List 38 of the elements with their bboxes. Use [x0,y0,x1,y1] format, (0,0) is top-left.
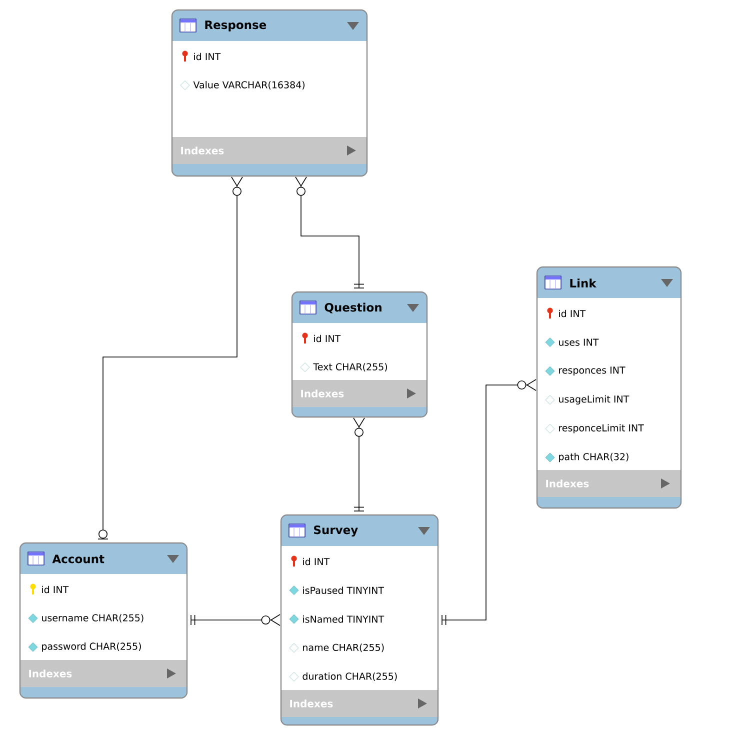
table-title: Survey [314,526,358,536]
column-label: Text CHAR(255) [313,363,388,372]
column-label: id INT [314,334,341,342]
column-label: path CHAR(32) [559,452,628,462]
table-box [280,514,439,726]
relationship-line [442,379,536,626]
column-label: responceLimit INT [559,424,644,434]
column-label: id INT [559,310,586,318]
indexes-label: Indexes [181,146,224,154]
column-label: isPaused TINYINT [303,586,384,594]
table-box [291,291,428,418]
indexes-label: Indexes [29,670,72,678]
column-label: responces INT [559,366,626,376]
column-label: uses INT [559,338,599,346]
table-title: Link [570,278,597,288]
relationship-line [190,614,280,626]
column-label: Value VARCHAR(16384) [193,81,304,90]
table-box [171,9,368,177]
column-label: id INT [303,558,330,566]
indexes-label: Indexes [290,700,333,708]
table-title: Question [324,302,382,314]
column-label: isNamed TINYINT [303,615,384,623]
indexes-label: Indexes [546,480,589,488]
table-title: Account [52,554,104,564]
column-label: name CHAR(255) [303,644,384,652]
column-label: password CHAR(255) [42,642,141,652]
column-label: duration CHAR(255) [302,672,397,681]
table-box [19,542,188,699]
relationship-line [353,418,365,512]
indexes-label: Indexes [301,390,344,398]
relationship-line [98,176,243,540]
column-label: id INT [42,586,69,594]
relationship-line [295,176,364,288]
column-label: id INT [194,52,221,60]
column-label: username CHAR(255) [42,614,144,623]
table-title: Response [205,20,266,32]
column-label: usageLimit INT [559,395,630,404]
table-box [536,266,682,509]
